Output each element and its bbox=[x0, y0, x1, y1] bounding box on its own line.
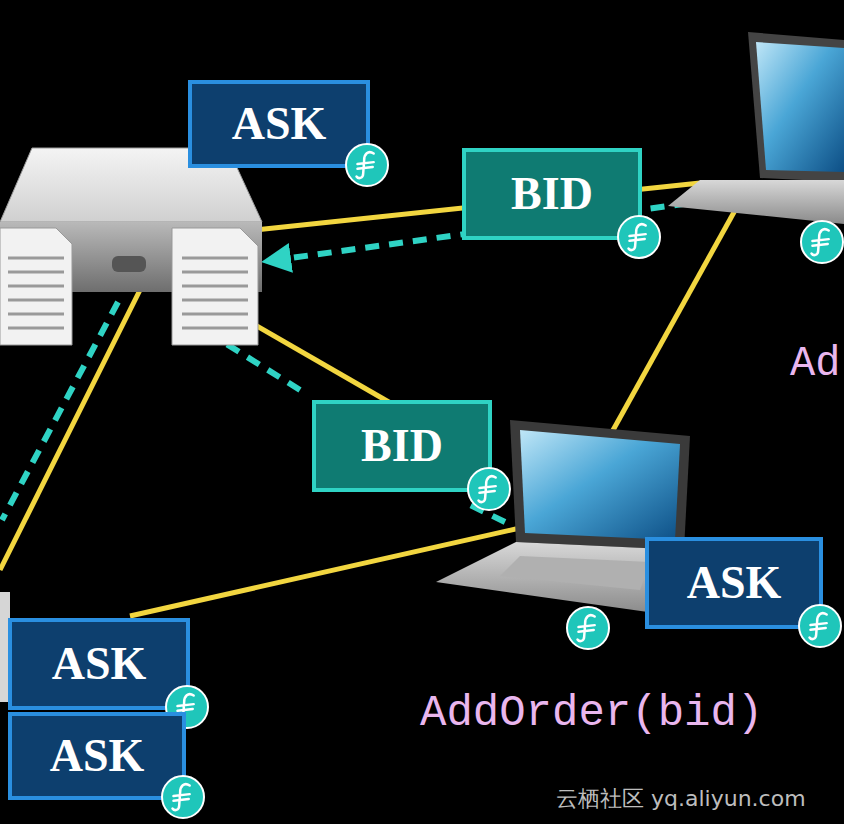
ask-order-box: ASK bbox=[188, 80, 370, 168]
order-label: ASK bbox=[232, 101, 327, 147]
filecoin-symbol bbox=[567, 607, 609, 649]
document-icon bbox=[172, 228, 258, 345]
order-label: ASK bbox=[687, 560, 782, 606]
order-label: BID bbox=[361, 423, 443, 469]
order-label: BID bbox=[511, 171, 593, 217]
order-label: ASK bbox=[52, 641, 147, 687]
server-icon bbox=[0, 148, 262, 345]
ask-order-box: ASK bbox=[645, 537, 823, 629]
filecoin-symbol bbox=[797, 603, 843, 649]
watermark: 云栖社区 yq.aliyun.com bbox=[556, 784, 806, 814]
filecoin-symbol bbox=[466, 466, 512, 512]
filecoin-symbol bbox=[160, 774, 206, 820]
network-wire bbox=[0, 183, 738, 616]
bid-order-box: BID bbox=[312, 400, 492, 492]
function-call-text: AddOrder(bid) bbox=[420, 688, 763, 738]
bid-order-box: BID bbox=[462, 148, 642, 240]
function-call-text: Ad bbox=[790, 340, 840, 388]
laptop-icon bbox=[668, 32, 844, 224]
filecoin-symbol bbox=[344, 142, 390, 188]
filecoin-symbol bbox=[801, 221, 843, 263]
document-icon bbox=[0, 228, 72, 345]
order-label: ASK bbox=[50, 733, 145, 779]
ask-order-box: ASK bbox=[8, 618, 190, 710]
ask-order-box: ASK bbox=[8, 712, 186, 800]
filecoin-symbol bbox=[616, 214, 662, 260]
